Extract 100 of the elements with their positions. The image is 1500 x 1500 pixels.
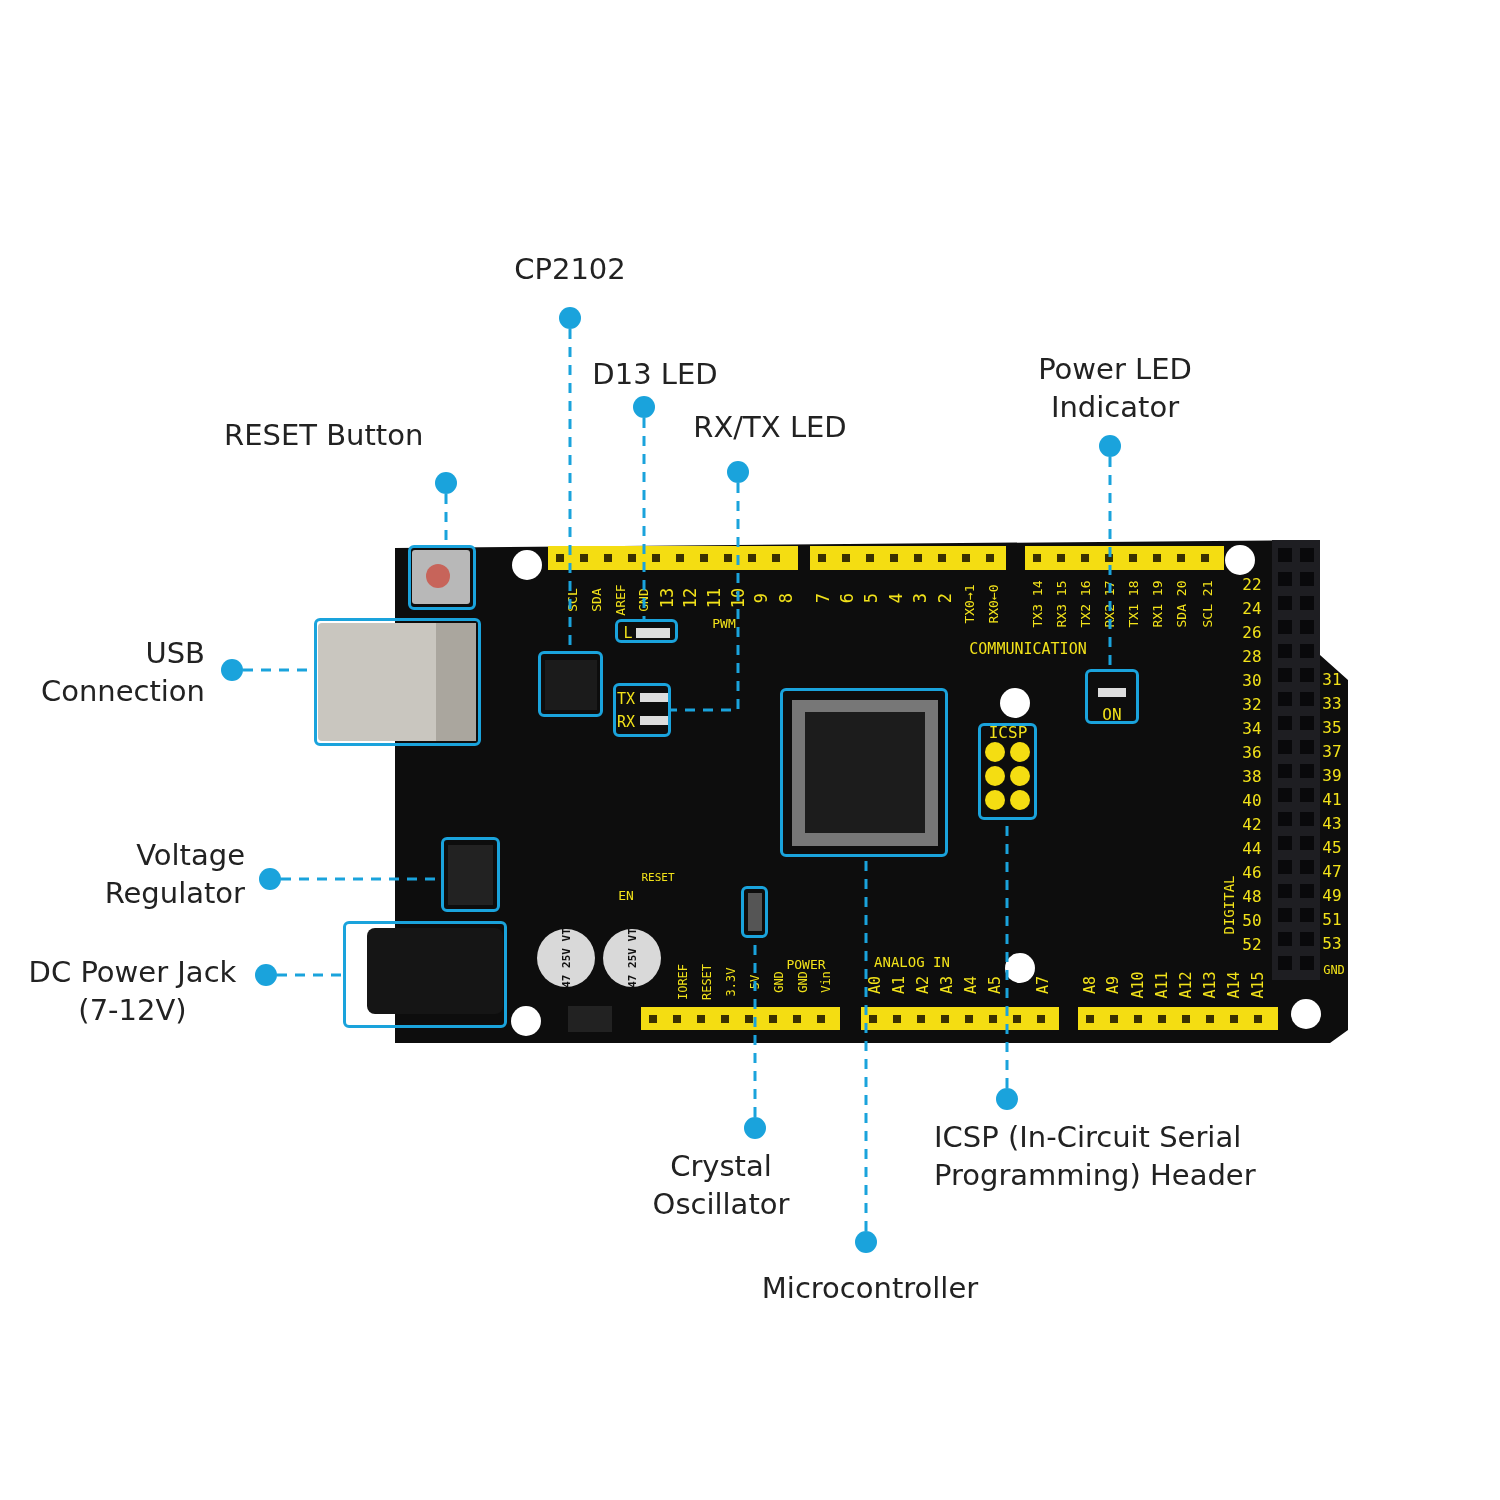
- silkscreen-label: A1: [891, 975, 907, 995]
- highlight-frame: [314, 618, 481, 746]
- silkscreen-label: RESET: [699, 963, 715, 1001]
- silkscreen-label: 4: [888, 592, 904, 604]
- silkscreen-label: TX0→1: [961, 584, 977, 624]
- callout-text: Microcontroller: [760, 1270, 980, 1307]
- silkscreen-label: SCL: [564, 588, 580, 612]
- silkscreen-label: 35: [1322, 719, 1342, 735]
- silkscreen-label: 38: [1242, 768, 1262, 784]
- silkscreen-label: SCL 21: [1199, 580, 1215, 628]
- silkscreen-label: 11: [706, 587, 722, 609]
- silkscreen-label: RX3 15: [1053, 580, 1069, 628]
- silkscreen-label: ANALOG IN: [874, 954, 950, 970]
- leader-line: [642, 418, 646, 619]
- silkscreen-label: 47 25V VT: [624, 928, 640, 988]
- silkscreen-label: 51: [1322, 911, 1342, 927]
- silkscreen-label: TX2 16: [1077, 580, 1093, 628]
- silkscreen-label: Vin: [818, 971, 834, 993]
- silkscreen-label: 40: [1242, 792, 1262, 808]
- silkscreen-label: 3.3V: [723, 967, 739, 997]
- silkscreen-label: ICSP: [988, 724, 1028, 740]
- highlight-frame: [1085, 669, 1139, 724]
- silkscreen-label: 3: [912, 592, 928, 604]
- silkscreen-label: 7: [815, 592, 831, 604]
- silkscreen-label: A2: [915, 975, 931, 995]
- silkscreen-label: TX3 14: [1029, 580, 1045, 628]
- callout-text: CP2102: [513, 251, 627, 288]
- leader-line: [277, 973, 343, 977]
- silkscreen-label: 37: [1322, 743, 1342, 759]
- callout-text: Power LED Indicator: [1037, 351, 1193, 426]
- silkscreen-label: A4: [963, 975, 979, 995]
- callout-text: USB Connection: [39, 635, 205, 710]
- silkscreen-label: 33: [1322, 695, 1342, 711]
- silkscreen-label: A8: [1082, 975, 1098, 995]
- silkscreen-label: EN: [618, 887, 634, 903]
- silkscreen-label: L: [623, 625, 633, 641]
- silkscreen-label: 52: [1242, 936, 1262, 952]
- silkscreen-label: 9: [753, 592, 769, 604]
- silkscreen-label: 41: [1322, 791, 1342, 807]
- silkscreen-label: 31: [1322, 671, 1342, 687]
- silkscreen-label: 48: [1242, 888, 1262, 904]
- silkscreen-label: A14: [1226, 971, 1242, 999]
- silkscreen-label: A11: [1154, 971, 1170, 999]
- silkscreen-label: 12: [682, 587, 698, 609]
- callout-text: ICSP (In-Circuit Serial Programming) Header: [934, 1119, 1257, 1194]
- silkscreen-label: 39: [1322, 767, 1342, 783]
- silkscreen-label: A9: [1105, 975, 1121, 995]
- silkscreen-label: 22: [1242, 576, 1262, 592]
- highlight-frame: [538, 651, 603, 717]
- highlight-frame: [615, 619, 678, 643]
- highlight-frame: [441, 837, 500, 912]
- silkscreen-label: RX0←0: [985, 584, 1001, 624]
- highlight-frame: [978, 723, 1037, 820]
- silkscreen-label: 47: [1322, 863, 1342, 879]
- callout-text: RESET Button: [224, 417, 425, 454]
- leader-line: [671, 483, 740, 712]
- callout-text: Voltage Regulator: [103, 837, 245, 912]
- silkscreen-label: 53: [1322, 935, 1342, 951]
- silkscreen-label: 30: [1242, 672, 1262, 688]
- silkscreen-label: 13: [659, 587, 675, 609]
- silkscreen-label: DIGITAL: [1221, 875, 1237, 935]
- silkscreen-label: 28: [1242, 648, 1262, 664]
- silkscreen-label: 8: [778, 592, 794, 604]
- silkscreen-label: 42: [1242, 816, 1262, 832]
- silkscreen-label: ON: [1102, 706, 1122, 722]
- callout-text: D13 LED: [591, 356, 719, 393]
- silkscreen-label: A10: [1130, 971, 1146, 999]
- silkscreen-label: GND: [795, 971, 811, 993]
- silkscreen-label: 26: [1242, 624, 1262, 640]
- silkscreen-label: IOREF: [675, 963, 691, 1001]
- silkscreen-label: A3: [939, 975, 955, 995]
- silkscreen-label: 44: [1242, 840, 1262, 856]
- silkscreen-label: 32: [1242, 696, 1262, 712]
- silkscreen-label: A15: [1250, 971, 1266, 999]
- silkscreen-label: GND: [1323, 962, 1345, 978]
- silkscreen-label: SDA 20: [1173, 580, 1189, 628]
- silkscreen-label: POWER: [786, 956, 826, 972]
- silkscreen-label: 2: [937, 592, 953, 604]
- silkscreen-label: 49: [1322, 887, 1342, 903]
- silkscreen-label: 24: [1242, 600, 1262, 616]
- highlight-frame: [780, 688, 948, 857]
- callout-text: DC Power Jack (7-12V): [27, 954, 238, 1029]
- silkscreen-label: 45: [1322, 839, 1342, 855]
- silkscreen-label: TX1 18: [1125, 580, 1141, 628]
- silkscreen-label: 6: [839, 592, 855, 604]
- highlight-frame: [408, 545, 476, 610]
- highlight-frame: [741, 886, 768, 938]
- silkscreen-label: A5: [987, 975, 1003, 995]
- silkscreen-label: 36: [1242, 744, 1262, 760]
- silkscreen-label: 50: [1242, 912, 1262, 928]
- silkscreen-label: 47 25V VT: [558, 928, 574, 988]
- silkscreen-label: A7: [1035, 975, 1051, 995]
- silkscreen-label: PWM: [712, 615, 736, 631]
- silkscreen-label: 5: [863, 592, 879, 604]
- silkscreen-label: 46: [1242, 864, 1262, 880]
- silkscreen-label: RX: [616, 714, 636, 730]
- silkscreen-label: TX: [616, 691, 636, 707]
- silkscreen-label: SDA: [588, 588, 604, 612]
- silkscreen-label: 34: [1242, 720, 1262, 736]
- highlight-frame: [613, 683, 671, 737]
